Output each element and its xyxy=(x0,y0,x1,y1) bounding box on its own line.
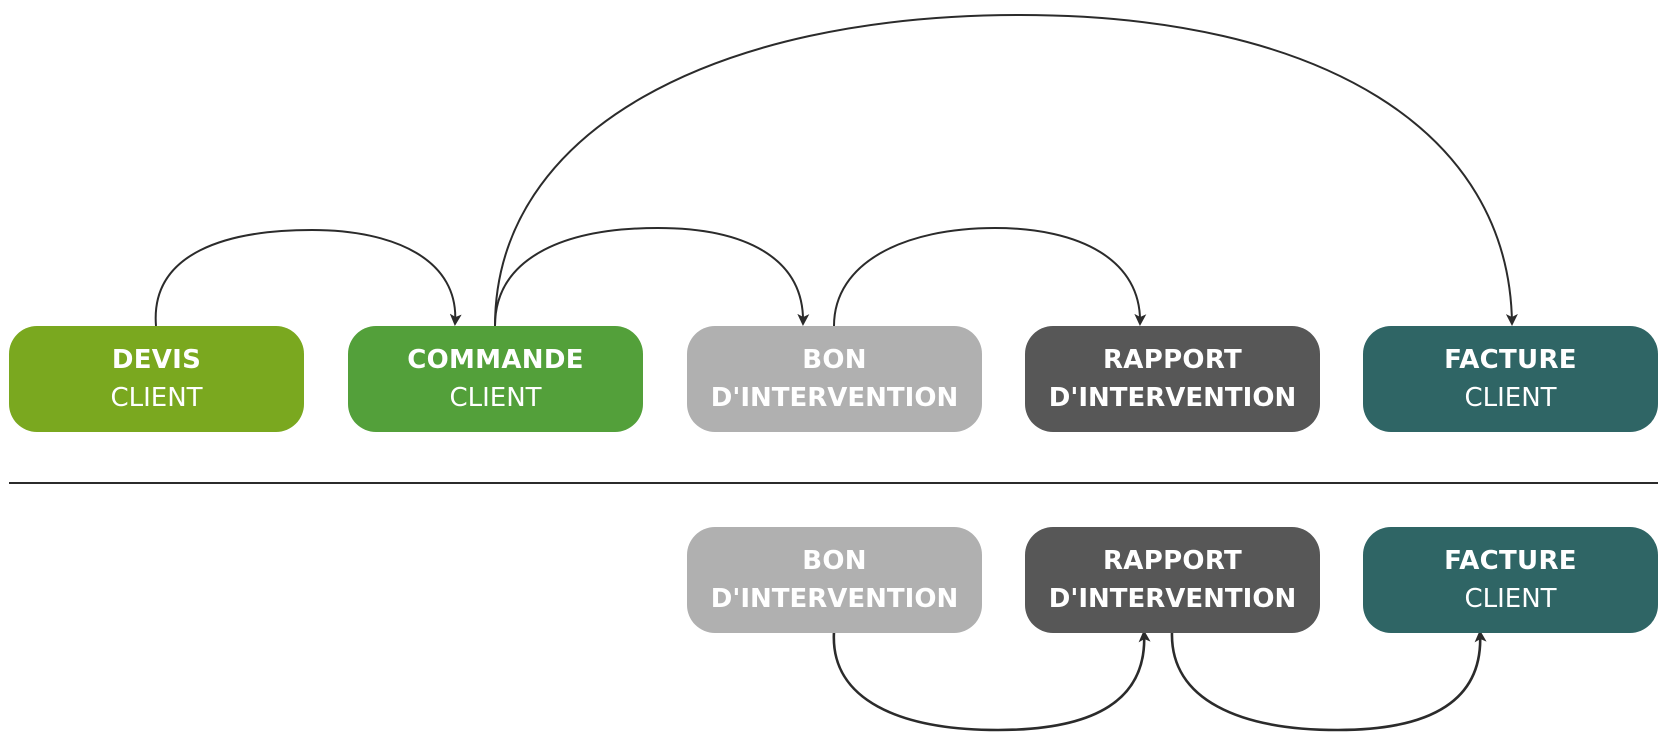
node-bon-intervention-title: BON xyxy=(802,345,867,375)
node-bottom-facture-client-title: FACTURE xyxy=(1444,546,1577,576)
node-commande-client-title: COMMANDE xyxy=(407,345,584,375)
node-commande-client-subtitle: CLIENT xyxy=(449,383,542,413)
node-commande-client: COMMANDE CLIENT xyxy=(348,326,643,432)
arrow-commande-to-facture xyxy=(494,13,1518,327)
node-rapport-intervention-title: RAPPORT xyxy=(1102,345,1243,375)
node-bottom-rapport-intervention-subtitle: D'INTERVENTION xyxy=(1048,584,1297,614)
node-facture-client-subtitle: CLIENT xyxy=(1464,383,1557,413)
node-devis-client-title: DEVIS xyxy=(111,345,202,375)
node-bottom-rapport-intervention: RAPPORT D'INTERVENTION xyxy=(1025,527,1320,633)
section-divider xyxy=(9,482,1658,484)
node-bon-intervention: BON D'INTERVENTION xyxy=(687,326,982,432)
node-bottom-bon-intervention-title: BON xyxy=(802,546,867,576)
arrow-bottom-bon-to-rapport xyxy=(832,630,1151,732)
node-rapport-intervention: RAPPORT D'INTERVENTION xyxy=(1025,326,1320,432)
node-bon-intervention-subtitle: D'INTERVENTION xyxy=(710,383,959,413)
node-facture-client-title: FACTURE xyxy=(1444,345,1577,375)
node-facture-client: FACTURE CLIENT xyxy=(1363,326,1658,432)
node-bottom-facture-client-subtitle: CLIENT xyxy=(1464,584,1557,614)
node-bottom-bon-intervention: BON D'INTERVENTION xyxy=(687,527,982,633)
node-bottom-rapport-intervention-title: RAPPORT xyxy=(1102,546,1243,576)
arrow-commande-to-bon xyxy=(494,226,810,327)
node-bottom-bon-intervention-subtitle: D'INTERVENTION xyxy=(710,584,959,614)
node-devis-client-subtitle: CLIENT xyxy=(110,383,203,413)
node-devis-client: DEVIS CLIENT xyxy=(9,326,304,432)
node-bottom-facture-client: FACTURE CLIENT xyxy=(1363,527,1658,633)
node-rapport-intervention-subtitle: D'INTERVENTION xyxy=(1048,383,1297,413)
arrow-bon-to-rapport xyxy=(833,226,1147,327)
arrow-bottom-rapport-to-facture xyxy=(1170,630,1487,732)
arrow-devis-to-commande xyxy=(154,228,462,327)
